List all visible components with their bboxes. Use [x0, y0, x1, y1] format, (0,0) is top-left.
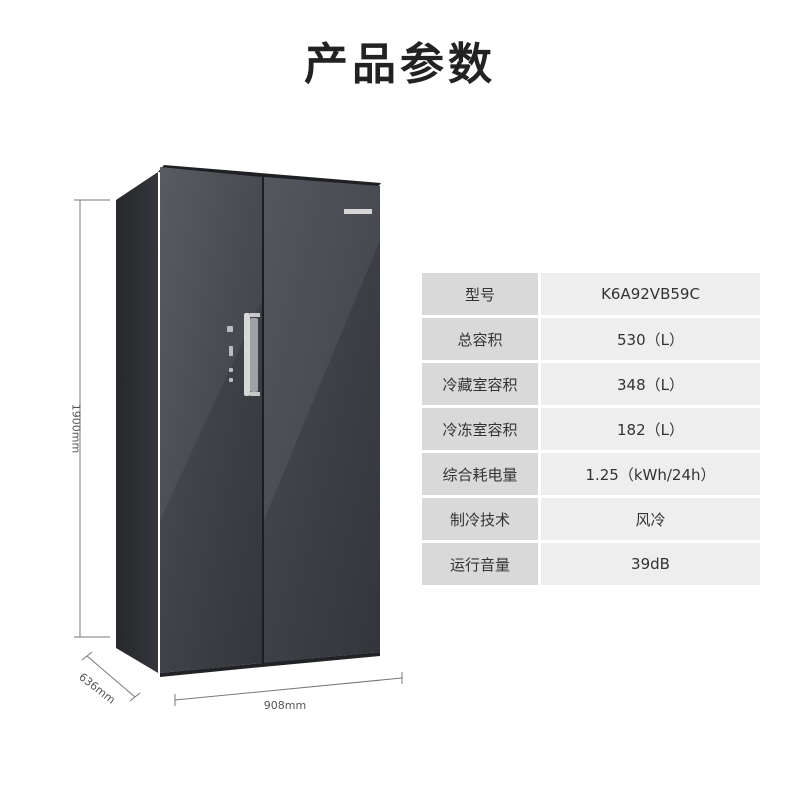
- depth-dimension-line: [81, 651, 141, 702]
- spec-value: 39dB: [538, 543, 760, 585]
- spec-row-model: 型号 K6A92VB59C: [422, 273, 760, 315]
- spec-value: 风冷: [538, 498, 760, 540]
- width-label: 908mm: [263, 699, 307, 712]
- spec-label: 冷冻室容积: [422, 408, 538, 450]
- spec-value: 182（L）: [538, 408, 760, 450]
- spec-value: 1.25（kWh/24h）: [538, 453, 760, 495]
- spec-label: 总容积: [422, 318, 538, 360]
- height-label: 1900mm: [69, 403, 83, 454]
- refrigerator-illustration: [74, 165, 403, 706]
- spec-table: 型号 K6A92VB59C 总容积 530（L） 冷藏室容积 348（L） 冷冻…: [422, 270, 760, 588]
- spec-row-fridge-capacity: 冷藏室容积 348（L）: [422, 363, 760, 405]
- spec-row-noise-level: 运行音量 39dB: [422, 543, 760, 585]
- brand-badge: [344, 209, 372, 214]
- product-image: 1900mm 908mm 636mm: [69, 165, 403, 712]
- spec-row-freezer-capacity: 冷冻室容积 182（L）: [422, 408, 760, 450]
- spec-value: 348（L）: [538, 363, 760, 405]
- spec-value: K6A92VB59C: [538, 273, 760, 315]
- control-panel: [227, 326, 233, 382]
- spec-value: 530（L）: [538, 318, 760, 360]
- fridge-side-panel: [116, 172, 158, 673]
- spec-row-power-consumption: 综合耗电量 1.25（kWh/24h）: [422, 453, 760, 495]
- fridge-right-door: [264, 177, 380, 663]
- page-title: 产品参数: [304, 39, 496, 90]
- fridge-top-edge: [158, 165, 381, 187]
- door-handle: [244, 313, 260, 396]
- spec-label: 制冷技术: [422, 498, 538, 540]
- spec-row-cooling-technology: 制冷技术 风冷: [422, 498, 760, 540]
- fridge-left-door: [160, 167, 262, 673]
- spec-row-total-capacity: 总容积 530（L）: [422, 318, 760, 360]
- spec-label: 冷藏室容积: [422, 363, 538, 405]
- width-dimension-line: [174, 672, 403, 706]
- spec-label: 综合耗电量: [422, 453, 538, 495]
- height-dimension-line: [74, 199, 110, 638]
- spec-label: 型号: [422, 273, 538, 315]
- spec-label: 运行音量: [422, 543, 538, 585]
